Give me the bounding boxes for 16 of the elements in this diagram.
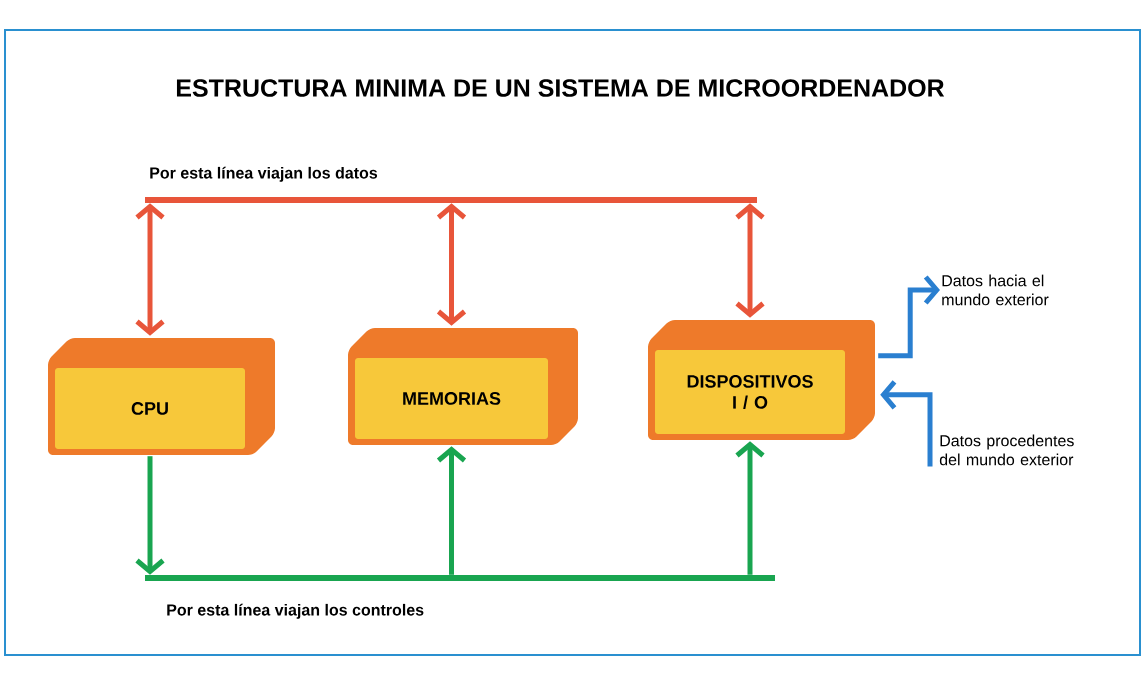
bus-label: Por esta línea viajan los controles: [167, 603, 424, 619]
arrow: [436, 203, 467, 326]
block: CPU: [48, 338, 275, 455]
arrow: [735, 203, 765, 318]
arrow: [135, 456, 165, 575]
block: DISPOSITIVOS I / O: [648, 320, 875, 440]
arrow: [735, 441, 765, 575]
note-text: Datos procedentes del mundo exterior: [939, 434, 1074, 466]
title: ESTRUCTURA MINIMA DE UN SISTEMA DE MICROORDENADOR: [176, 79, 945, 97]
bus-label: Por esta línea viajan los datos: [150, 166, 378, 182]
note-text: Datos hacia el mundo exterior: [942, 274, 1049, 306]
arrow: [878, 275, 940, 359]
block: MEMORIAS: [348, 328, 578, 445]
arrow: [880, 380, 933, 467]
arrow: [436, 446, 467, 575]
arrow: [135, 203, 165, 336]
